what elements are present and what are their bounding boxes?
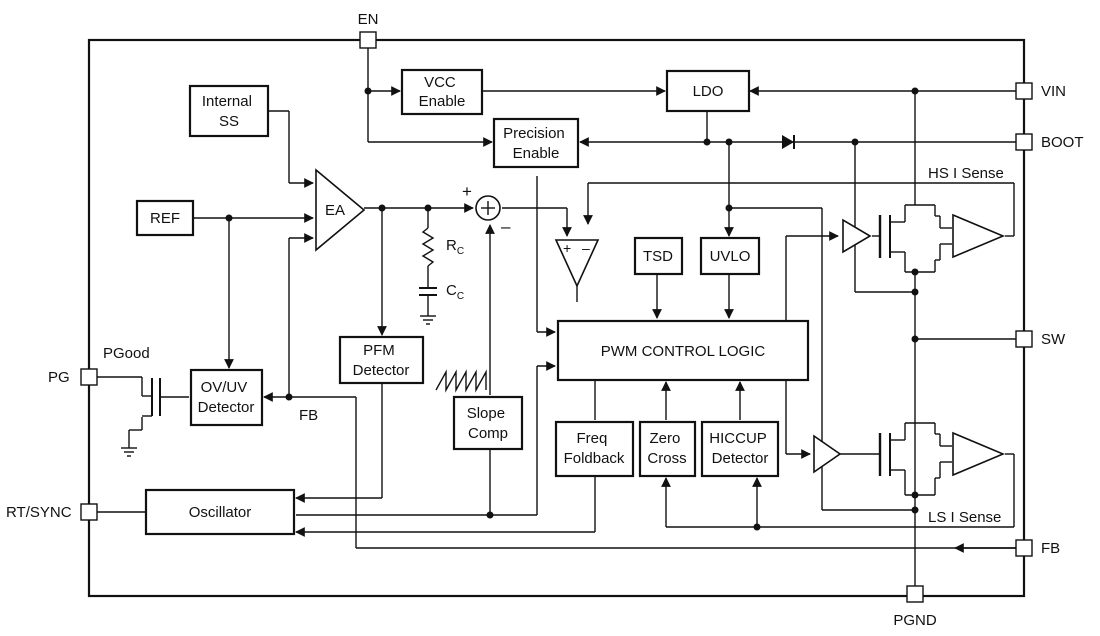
internal-ss-label: Internal SS bbox=[202, 93, 256, 130]
pin-fb-label: FB bbox=[1041, 540, 1060, 557]
pin-vin bbox=[1015, 82, 1033, 100]
tsd-label: TSD bbox=[643, 248, 673, 265]
hs-driver bbox=[842, 218, 872, 254]
ov-uv-detector-label: OV/UV Detector bbox=[198, 379, 255, 416]
ref-label: REF bbox=[150, 210, 180, 227]
high-side-fet bbox=[872, 204, 952, 273]
pin-pgnd-label: PGND bbox=[893, 612, 937, 629]
ls-sense-amp bbox=[952, 431, 1006, 477]
hiccup-detector-block bbox=[700, 420, 780, 478]
pin-boot bbox=[1015, 133, 1033, 151]
pin-fb bbox=[1015, 539, 1033, 557]
ldo-block bbox=[665, 69, 751, 113]
oscillator-block bbox=[144, 488, 296, 536]
freq-foldback-label: Freq Foldback bbox=[564, 430, 625, 467]
pin-en-label: EN bbox=[358, 11, 379, 28]
pgood-label: PGood bbox=[103, 345, 150, 362]
zero-cross-label: Zero Cross bbox=[647, 430, 686, 467]
ldo-label: LDO bbox=[693, 83, 724, 100]
pin-en bbox=[359, 31, 377, 49]
tsd-block bbox=[633, 236, 684, 276]
pin-pgnd bbox=[906, 585, 924, 603]
pwm-control-logic-label: PWM CONTROL LOGIC bbox=[601, 343, 766, 360]
fb-internal-label: FB bbox=[299, 407, 318, 424]
ls-driver bbox=[813, 434, 842, 474]
uvlo-block bbox=[699, 236, 761, 276]
pin-rtsync-label: RT/SYNC bbox=[6, 504, 72, 521]
pwm-control-logic-block bbox=[556, 319, 810, 382]
pin-sw bbox=[1015, 330, 1033, 348]
pwm-comparator bbox=[554, 239, 600, 288]
ref-block bbox=[135, 199, 195, 237]
pin-sw-label: SW bbox=[1041, 331, 1066, 348]
cc-label: CC bbox=[446, 282, 464, 302]
comparator-plus-label: + bbox=[563, 240, 571, 256]
sum-minus-label: – bbox=[501, 217, 511, 236]
precision-enable-block bbox=[492, 117, 580, 169]
freq-foldback-block bbox=[554, 420, 635, 478]
low-side-fet bbox=[840, 422, 952, 496]
ea-amplifier bbox=[315, 168, 366, 252]
ls-i-sense-label: LS I Sense bbox=[928, 509, 1001, 526]
zero-cross-block bbox=[638, 420, 697, 478]
rc-label: RC bbox=[446, 237, 464, 257]
ea-label: EA bbox=[325, 202, 345, 219]
sum-plus-label: + bbox=[462, 182, 472, 201]
pin-pg bbox=[80, 368, 98, 386]
ov-uv-detector-block bbox=[189, 368, 264, 427]
pfm-detector-label: PFM Detector bbox=[353, 342, 410, 379]
pin-pg-label: PG bbox=[48, 369, 70, 386]
internal-ss-block bbox=[188, 84, 270, 138]
comparator-minus-label: – bbox=[582, 240, 590, 256]
precision-enable-label: Precision Enable bbox=[503, 125, 569, 162]
junction-dots bbox=[225, 87, 919, 531]
hiccup-detector-label: HICCUP Detector bbox=[709, 430, 770, 467]
vcc-enable-block bbox=[400, 68, 484, 116]
pin-rtsync bbox=[80, 503, 98, 521]
wires bbox=[97, 48, 1016, 586]
hs-sense-amp bbox=[952, 213, 1006, 259]
slope-comp-block bbox=[452, 395, 524, 451]
uvlo-label: UVLO bbox=[710, 248, 751, 265]
pfm-detector-block bbox=[338, 335, 425, 385]
oscillator-label: Oscillator bbox=[189, 504, 252, 521]
pin-boot-label: BOOT bbox=[1041, 134, 1084, 151]
slope-comp-label: Slope Comp bbox=[467, 405, 510, 442]
pin-vin-label: VIN bbox=[1041, 83, 1066, 100]
vcc-enable-label: VCC Enable bbox=[419, 74, 466, 110]
ramp-waveform bbox=[435, 369, 487, 393]
chip-outline bbox=[87, 38, 1026, 598]
hs-i-sense-label: HS I Sense bbox=[928, 165, 1004, 182]
